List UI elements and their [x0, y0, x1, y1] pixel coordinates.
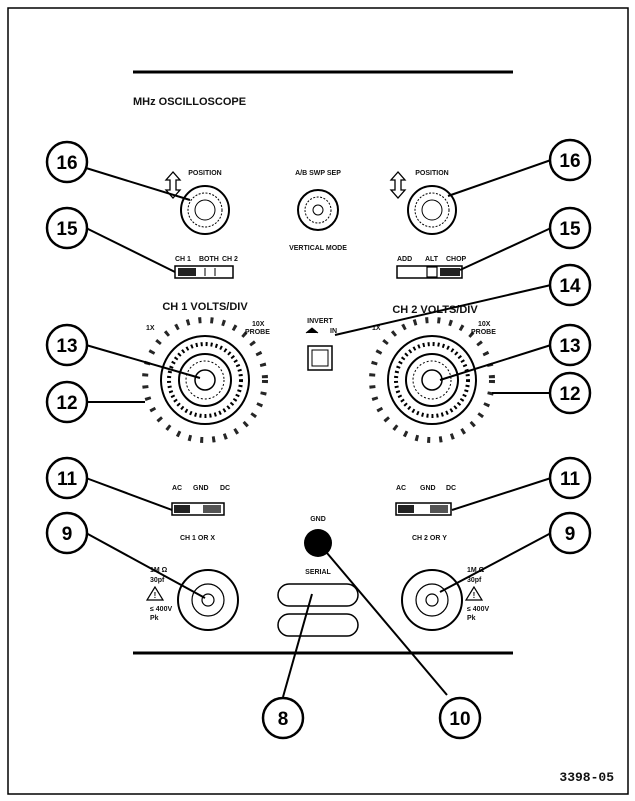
ch1-warning-mark: !: [154, 591, 157, 600]
ch1-input-label: CH 1 OR X: [180, 535, 215, 542]
ch2-scale-1x: 1X: [372, 325, 381, 332]
svg-text:9: 9: [565, 524, 576, 545]
svg-text:9: 9: [62, 524, 73, 545]
serial-plate-bottom: [277, 613, 359, 637]
ch2-position-knob[interactable]: [407, 185, 457, 235]
ch-select-label-ch2: CH 2: [222, 256, 238, 263]
figure-number: 3398-05: [559, 770, 614, 785]
callout-8: 8: [261, 696, 305, 740]
invert-in-label: IN: [330, 328, 337, 335]
ch2-scale-10x: 10X: [478, 321, 491, 328]
ch1-coupling-switch[interactable]: [171, 502, 225, 516]
ch2-position-arrow-icon: [389, 171, 407, 199]
vertical-mode-label: VERTICAL MODE: [289, 245, 347, 252]
ch-select-switch[interactable]: [174, 265, 234, 279]
ch2-spec-peak: Pk: [467, 615, 476, 622]
ch2-spec-impedance: 1M Ω: [467, 567, 485, 574]
serial-plate-top: [277, 583, 359, 607]
callout-16-right: 16: [548, 138, 592, 182]
ch2-volts-div-knob[interactable]: [369, 317, 495, 443]
ch1-coupling-gnd: GND: [193, 485, 209, 492]
svg-text:13: 13: [56, 336, 77, 357]
ch2-warning-mark: !: [473, 591, 476, 600]
ch1-coupling-ac: AC: [172, 485, 182, 492]
ch2-spec-capacitance: 30pf: [467, 577, 482, 584]
svg-text:11: 11: [560, 469, 581, 490]
panel-title: MHz OSCILLOSCOPE: [133, 96, 246, 108]
leader-lines: [85, 159, 552, 698]
callout-15-right: 15: [548, 206, 592, 250]
callout-10: 10: [438, 696, 482, 740]
ch2-coupling-ac: AC: [396, 485, 406, 492]
ch2-warning-icon: [464, 585, 484, 601]
callout-12-left: 12: [45, 380, 89, 424]
svg-text:10: 10: [449, 709, 470, 730]
ch1-spec-peak: Pk: [150, 615, 159, 622]
callout-11-left: 11: [45, 456, 89, 500]
svg-text:12: 12: [56, 393, 77, 414]
ch2-coupling-gnd: GND: [420, 485, 436, 492]
ch2-input-connector[interactable]: [401, 569, 463, 631]
ch1-input-connector[interactable]: [177, 569, 239, 631]
ch1-coupling-dc: DC: [220, 485, 230, 492]
svg-text:11: 11: [57, 469, 78, 490]
ch-select-label-ch1: CH 1: [175, 256, 191, 263]
svg-text:8: 8: [278, 709, 289, 730]
callout-9-right: 9: [548, 511, 592, 555]
ch1-spec-capacitance: 30pf: [150, 577, 165, 584]
callout-15-left: 15: [45, 206, 89, 250]
mode-select-label-chop: CHOP: [446, 256, 467, 263]
svg-text:15: 15: [56, 219, 78, 240]
svg-text:15: 15: [559, 219, 581, 240]
vertical-mode-knob[interactable]: [297, 189, 339, 231]
ch1-spec-voltage: ≤ 400V: [150, 606, 172, 613]
svg-text:14: 14: [559, 276, 581, 297]
gnd-label: GND: [310, 516, 326, 523]
svg-text:16: 16: [56, 153, 77, 174]
ch1-scale-probe: PROBE: [245, 329, 270, 336]
ch2-spec-voltage: ≤ 400V: [467, 606, 489, 613]
callout-14: 14: [548, 263, 592, 307]
ch1-position-arrow-icon: [164, 171, 182, 199]
mode-select-switch[interactable]: [396, 265, 463, 279]
ch1-position-knob[interactable]: [180, 185, 230, 235]
invert-button[interactable]: [307, 345, 333, 371]
mode-select-label-add: ADD: [397, 256, 412, 263]
ch2-input-label: CH 2 OR Y: [412, 535, 447, 542]
ch1-warning-icon: [145, 585, 165, 601]
gnd-jack[interactable]: [304, 529, 332, 557]
invert-label: INVERT: [307, 318, 333, 325]
ch1-volts-div-label: CH 1 VOLTS/DIV: [162, 301, 248, 313]
ch1-scale-10x: 10X: [252, 321, 265, 328]
callout-16-left: 16: [45, 140, 89, 184]
vertical-mode-top-label: A/B SWP SEP: [295, 170, 341, 177]
callout-13-left: 13: [45, 323, 89, 367]
ch2-scale-probe: PROBE: [471, 329, 496, 336]
ch1-scale-1x: 1X: [146, 325, 155, 332]
ch1-spec-impedance: 1M Ω: [150, 567, 168, 574]
callout-13-right: 13: [548, 323, 592, 367]
outer-frame: [7, 7, 629, 795]
ch2-coupling-dc: DC: [446, 485, 456, 492]
svg-text:12: 12: [559, 384, 580, 405]
callout-9-left: 9: [45, 511, 89, 555]
callout-11-right: 11: [548, 456, 592, 500]
serial-label: SERIAL: [305, 569, 331, 576]
svg-text:16: 16: [559, 151, 580, 172]
ch1-volts-div-knob[interactable]: [142, 317, 268, 443]
ch2-coupling-switch[interactable]: [395, 502, 452, 516]
mode-select-label-alt: ALT: [425, 256, 439, 263]
callout-12-right: 12: [548, 371, 592, 415]
ch2-position-label: POSITION: [415, 170, 448, 177]
ch-select-label-both: BOTH: [199, 256, 219, 263]
invert-arrow-icon: [305, 327, 319, 334]
ch1-position-label: POSITION: [188, 170, 221, 177]
svg-text:13: 13: [559, 336, 580, 357]
